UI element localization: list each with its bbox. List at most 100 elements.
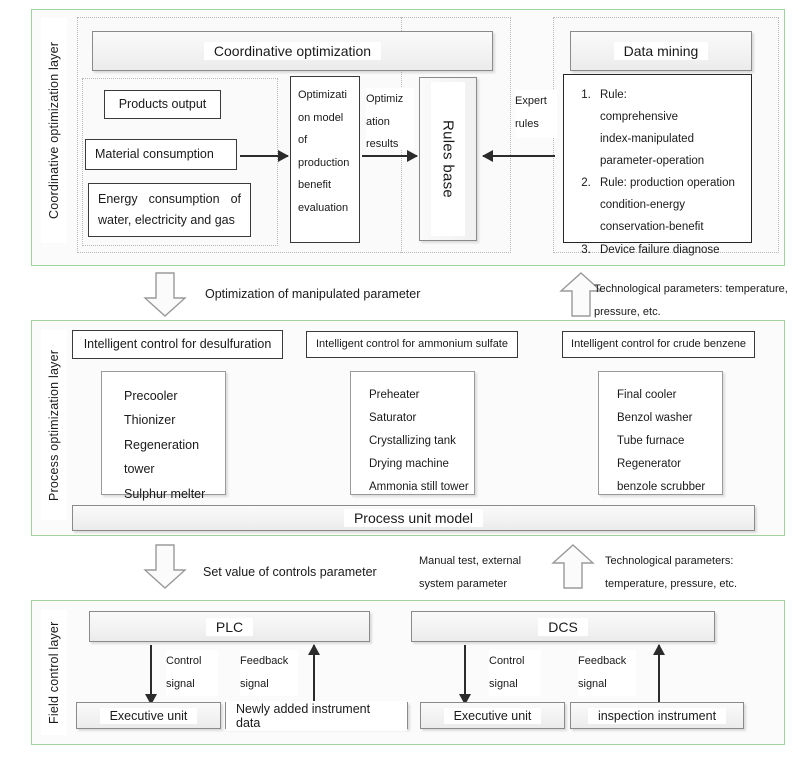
opt-results-line-3: results <box>366 138 399 151</box>
box-rules-base-text: Rules base <box>439 119 457 199</box>
header-intelligent-control-ammonium-sulfate: Intelligent control for ammonium sulfate <box>306 331 518 358</box>
unitbox-crude-benzene: Final cooler Benzol washer Tube furnace … <box>598 371 723 495</box>
list-data-mining-rules: Rule: comprehensive index-manipulated pa… <box>563 74 752 256</box>
arrow-inputs-to-model <box>240 150 289 162</box>
controller-dcs-text: DCS <box>538 617 588 636</box>
footer-process-unit-model: Process unit model <box>72 505 755 531</box>
rule-2-line-2: condition-energy <box>600 199 686 212</box>
block-arrow-up-technological-parameters-1 <box>559 272 603 318</box>
unit-benzole-scrubber: benzole scrubber <box>617 481 706 493</box>
block-arrow-up-technological-parameters-2 <box>551 544 595 590</box>
arrow-dcs-feedback-signal <box>653 644 665 704</box>
rule-item-2: Rule: production operation condition-ene… <box>594 172 741 238</box>
model-line-1: Optimizati <box>298 89 347 101</box>
plc-fb-line-1: Feedback <box>240 655 289 667</box>
model-line-2: on model <box>298 111 344 124</box>
down2-label-text: Set value of controls parameter <box>203 565 377 579</box>
label-expert-rules: Expert rules <box>515 90 557 138</box>
label-plc-control-signal: Control signal <box>166 650 218 696</box>
unitbox-ammonium-sulfate: Preheater Saturator Crystallizing tank D… <box>350 371 475 495</box>
layer-label-process: Process optimization layer <box>41 330 67 520</box>
block-arrow-down-optimization <box>143 272 187 318</box>
label-dcs-control-signal: Control signal <box>489 650 541 696</box>
layer-label-field: Field control layer <box>41 610 67 735</box>
rule-1-line-1: Rule: <box>600 89 627 101</box>
label-plc-feedback-signal: Feedback signal <box>240 650 298 696</box>
unit-saturator: Saturator <box>369 412 417 424</box>
unit-thionizer: Thionizer <box>124 413 176 428</box>
block-arrow-down-set-value <box>143 544 187 590</box>
dcs-ctrl-line-1: Control <box>489 655 525 667</box>
expert-rules-line-1: Expert <box>515 95 547 107</box>
label-technological-parameters-1: Technological parameters: temperature, p… <box>594 278 790 324</box>
unit-regenerator: Regenerator <box>617 458 681 470</box>
plc-ctrl-line-2: signal <box>166 677 195 690</box>
arrow-model-to-rules-base <box>362 150 418 162</box>
box-newly-added-instrument-data-text: Newly added instrument data <box>226 700 407 731</box>
box-plc-executive-unit: Executive unit <box>76 702 221 729</box>
label-set-value-of-controls-parameter: Set value of controls parameter <box>203 563 453 583</box>
unitbox-desulfuration: Precooler Thionizer Regeneration tower S… <box>101 371 226 501</box>
unit-ammonia-still-tower: Ammonia still tower <box>369 481 469 493</box>
mid2-line-2: system parameter <box>419 577 508 590</box>
unit-preheater: Preheater <box>369 389 420 401</box>
arrow-plc-control-signal <box>145 645 157 705</box>
header-intelligent-control-crude-benzene: Intelligent control for crude benzene <box>562 331 755 358</box>
arrow-plc-feedback-signal <box>308 644 320 704</box>
label-manual-test-external-system-parameter: Manual test, external system parameter <box>419 550 539 596</box>
header-coordinative-optimization: Coordinative optimization <box>92 31 493 71</box>
up1-line-2: pressure, etc. <box>594 305 661 318</box>
opt-results-line-2: ation <box>366 115 390 128</box>
rule-1-line-3: index-manipulated <box>600 133 694 146</box>
unit-drying-machine: Drying machine <box>369 458 449 470</box>
rule-item-3: Device failure diagnose <box>594 239 741 261</box>
header-desulfuration-text: Intelligent control for desulfuration <box>83 336 272 351</box>
plc-ctrl-line-1: Control <box>166 655 202 667</box>
header-intelligent-control-desulfuration: Intelligent control for desulfuration <box>72 330 283 359</box>
box-optimization-model: Optimizati on model of production benefi… <box>290 76 360 243</box>
opt-results-line-1: Optimiz <box>366 93 404 105</box>
label-dcs-feedback-signal: Feedback signal <box>578 650 636 696</box>
controller-dcs: DCS <box>411 611 715 642</box>
box-products-output-text: Products output <box>118 96 207 111</box>
mid2-line-1: Manual test, external <box>419 555 522 567</box>
header-data-mining-text: Data mining <box>613 42 709 60</box>
layer-label-coordinative: Coordinative optimization layer <box>41 18 67 243</box>
box-rules-base-inner: Rules base <box>431 82 465 236</box>
header-ammonium-text: Intelligent control for ammonium sulfate <box>316 337 508 350</box>
box-inspection-instrument: inspection instrument <box>570 702 744 729</box>
unit-final-cooler: Final cooler <box>617 389 677 401</box>
header-coordinative-optimization-text: Coordinative optimization <box>203 42 382 60</box>
controller-plc: PLC <box>89 611 370 642</box>
rule-2-line-3: conservation-benefit <box>600 221 704 234</box>
box-inspection-instrument-text: inspection instrument <box>587 707 727 724</box>
expert-rules-line-2: rules <box>515 117 539 130</box>
box-products-output: Products output <box>104 90 221 119</box>
box-energy-consumption: Energy consumption of water, electricity… <box>88 183 251 237</box>
header-benzene-text: Intelligent control for crude benzene <box>571 337 746 350</box>
label-optimization-results: Optimiz ation results <box>366 88 414 150</box>
unit-regeneration-tower: Regeneration tower <box>124 437 200 477</box>
header-data-mining: Data mining <box>570 31 752 71</box>
dcs-fb-line-1: Feedback <box>578 655 627 667</box>
box-dcs-executive-unit-text: Executive unit <box>443 707 542 724</box>
box-material-consumption-text: Material consumption <box>95 146 214 161</box>
model-line-6: evaluation <box>298 201 349 214</box>
box-newly-added-instrument-data: Newly added instrument data <box>225 700 408 731</box>
box-material-consumption: Material consumption <box>85 139 237 170</box>
rule-1-line-4: parameter-operation <box>600 155 705 168</box>
rule-3-line-1: Device failure diagnose <box>600 243 720 256</box>
unit-precooler: Precooler <box>124 389 178 403</box>
rule-1-line-2: comprehensive <box>600 111 678 124</box>
arrow-dcs-control-signal <box>459 645 471 705</box>
footer-process-unit-model-text: Process unit model <box>343 509 484 527</box>
plc-fb-line-2: signal <box>240 677 269 690</box>
up1-line-1: Technological parameters: temperature, <box>594 283 788 295</box>
rule-item-1: Rule: comprehensive index-manipulated pa… <box>594 84 741 172</box>
box-dcs-executive-unit: Executive unit <box>420 702 565 729</box>
unit-crystallizing-tank: Crystallizing tank <box>369 435 456 447</box>
label-technological-parameters-2: Technological parameters: temperature, p… <box>605 550 790 596</box>
dcs-fb-line-2: signal <box>578 677 607 690</box>
down1-label-text: Optimization of manipulated parameter <box>205 287 421 301</box>
